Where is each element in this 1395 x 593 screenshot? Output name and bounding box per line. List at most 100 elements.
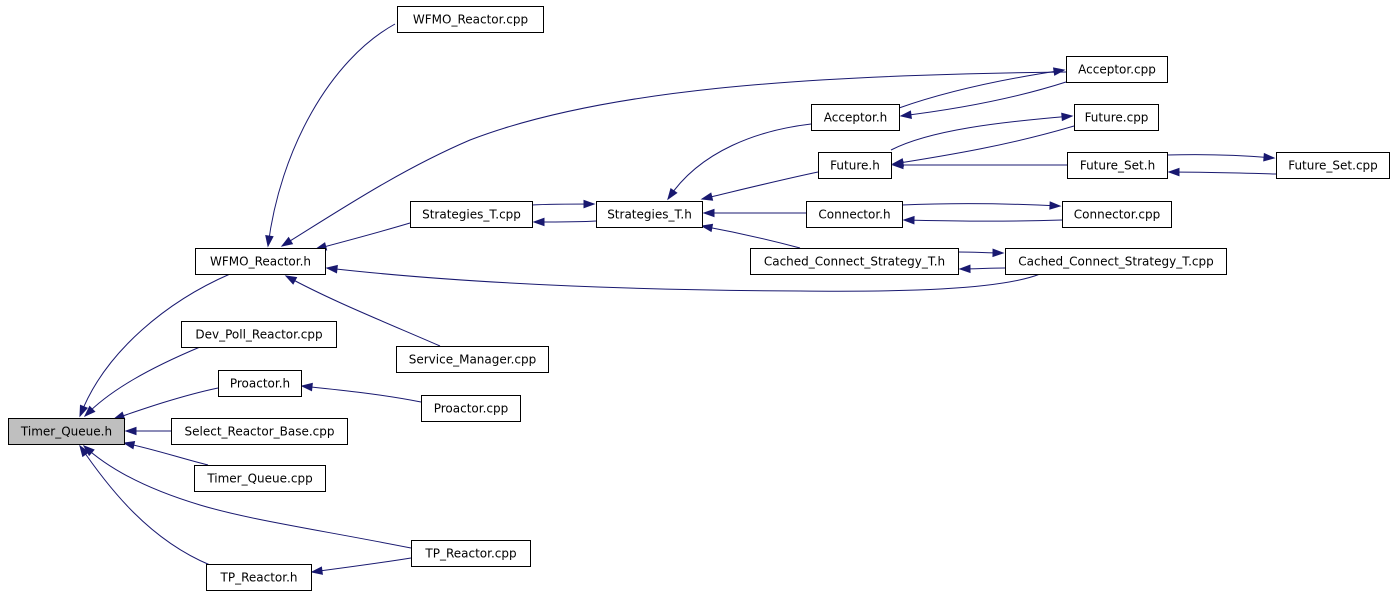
node-label: Dev_Poll_Reactor.cpp xyxy=(195,328,322,342)
edge-strategies_t_cpp-to-strategies_t_h xyxy=(531,199,596,209)
node-connector-cpp[interactable]: Connector.cpp xyxy=(1062,201,1172,228)
node-box xyxy=(1067,152,1168,179)
edge-line xyxy=(892,125,1075,165)
node-strategies-t-cpp[interactable]: Strategies_T.cpp xyxy=(410,201,533,228)
edge-connector_h-to-strategies_t_h xyxy=(702,208,806,218)
node-box xyxy=(194,465,326,492)
edge-line xyxy=(701,171,819,200)
edge-line xyxy=(315,222,411,250)
edge-line xyxy=(890,115,1073,151)
edge-acceptor_cpp-to-wfmo_reactor_h xyxy=(280,71,1067,247)
node-cached-connect-strategy-t-h[interactable]: Cached_Connect_Strategy_T.h xyxy=(750,248,959,275)
node-label: Future.cpp xyxy=(1085,111,1149,125)
edge-arrowhead xyxy=(1061,112,1074,122)
node-dev-poll-reactor-cpp[interactable]: Dev_Poll_Reactor.cpp xyxy=(181,321,337,348)
node-future-h[interactable]: Future.h xyxy=(818,152,892,179)
node-timer-queue-cpp[interactable]: Timer_Queue.cpp xyxy=(194,465,326,492)
node-wfmo-reactor-h[interactable]: WFMO_Reactor.h xyxy=(195,248,326,275)
edge-arrowhead xyxy=(902,215,915,225)
edge-line xyxy=(285,275,441,347)
edge-arrowhead xyxy=(891,160,904,170)
edge-arrowhead xyxy=(700,192,714,201)
edge-line xyxy=(79,273,231,417)
edge-arrowhead xyxy=(667,187,678,201)
node-box xyxy=(206,564,312,591)
node-label: Acceptor.h xyxy=(824,111,888,125)
edge-line xyxy=(1166,154,1275,159)
edge-arrowhead xyxy=(899,110,912,119)
node-acceptor-cpp[interactable]: Acceptor.cpp xyxy=(1066,56,1168,83)
node-label: Acceptor.cpp xyxy=(1078,63,1156,77)
node-service-manager-cpp[interactable]: Service_Manager.cpp xyxy=(396,346,549,373)
edge-acceptor_h-to-acceptor_cpp xyxy=(898,67,1066,109)
node-label: Cached_Connect_Strategy_T.h xyxy=(764,255,945,269)
node-label: Timer_Queue.cpp xyxy=(206,472,312,486)
node-label: TP_Reactor.cpp xyxy=(424,547,516,561)
node-label: Connector.cpp xyxy=(1074,208,1160,222)
edge-arrowhead xyxy=(79,404,88,418)
node-label: Future.h xyxy=(830,159,880,173)
node-select-reactor-base-cpp[interactable]: Select_Reactor_Base.cpp xyxy=(171,418,348,445)
edge-cached_connect_strategy_t_cpp-to-cached_connect_strategy_t_h xyxy=(958,264,1006,274)
edge-arrowhead xyxy=(702,208,715,218)
node-future-cpp[interactable]: Future.cpp xyxy=(1074,104,1159,131)
edge-cached_connect_strategy_t_cpp-to-wfmo_reactor_h xyxy=(325,264,1041,292)
edge-arrowhead xyxy=(300,382,313,392)
edge-arrowhead xyxy=(83,405,96,418)
node-label: Timer_Queue.h xyxy=(20,425,112,439)
edge-dev_poll_reactor_cpp-to-timer_queue_h xyxy=(83,346,201,418)
edge-arrowhead xyxy=(1052,67,1066,76)
edge-arrowhead xyxy=(280,236,294,247)
node-cached-connect-strategy-t-cpp[interactable]: Cached_Connect_Strategy_T.cpp xyxy=(1005,248,1227,275)
node-box xyxy=(171,418,348,445)
edges-layer xyxy=(79,23,1277,575)
edge-line xyxy=(903,219,1063,222)
edge-strategies_t_cpp-to-wfmo_reactor_h xyxy=(314,222,411,251)
node-label: Proactor.h xyxy=(230,377,290,391)
node-box xyxy=(1062,201,1172,228)
node-wfmo-reactor-cpp[interactable]: WFMO_Reactor.cpp xyxy=(397,6,544,33)
edge-line xyxy=(79,445,211,566)
node-future-set-cpp[interactable]: Future_Set.cpp xyxy=(1276,152,1390,179)
edge-line xyxy=(113,387,219,420)
node-label: Proactor.cpp xyxy=(434,402,509,416)
node-box xyxy=(396,346,549,373)
node-box xyxy=(1074,104,1159,131)
edge-future_set_cpp-to-future_set_h xyxy=(1167,167,1277,177)
edge-connector_h-to-connector_cpp xyxy=(901,201,1062,210)
node-box xyxy=(811,104,900,131)
edge-arrowhead xyxy=(79,444,90,458)
edge-line xyxy=(900,81,1067,117)
node-proactor-h[interactable]: Proactor.h xyxy=(218,370,302,397)
edge-line xyxy=(1168,171,1277,175)
node-tp-reactor-h[interactable]: TP_Reactor.h xyxy=(206,564,312,591)
edge-proactor_cpp-to-proactor_h xyxy=(300,382,422,403)
node-box xyxy=(750,248,959,275)
node-box xyxy=(1066,56,1168,83)
node-label: WFMO_Reactor.cpp xyxy=(413,13,528,27)
edge-strategies_t_h-to-strategies_t_cpp xyxy=(532,217,597,227)
node-connector-h[interactable]: Connector.h xyxy=(806,201,903,228)
node-acceptor-h[interactable]: Acceptor.h xyxy=(811,104,900,131)
edge-arrowhead xyxy=(1049,201,1062,210)
edge-line xyxy=(701,225,801,249)
edge-future_h-to-strategies_t_h xyxy=(700,171,819,201)
node-future-set-h[interactable]: Future_Set.h xyxy=(1067,152,1168,179)
edge-line xyxy=(901,203,1061,207)
node-label: WFMO_Reactor.h xyxy=(210,255,311,269)
node-timer-queue-h[interactable]: Timer_Queue.h xyxy=(8,418,125,445)
node-label: Cached_Connect_Strategy_T.cpp xyxy=(1018,255,1214,269)
node-box xyxy=(818,152,892,179)
node-strategies-t-h[interactable]: Strategies_T.h xyxy=(596,201,703,228)
node-tp-reactor-cpp[interactable]: TP_Reactor.cpp xyxy=(411,540,531,567)
node-box xyxy=(1276,152,1390,179)
node-proactor-cpp[interactable]: Proactor.cpp xyxy=(421,395,521,422)
node-box xyxy=(218,370,302,397)
edge-tp_reactor_h-to-timer_queue_h xyxy=(79,444,211,566)
edge-line xyxy=(267,23,396,247)
edge-cached_connect_strategy_t_h-to-strategies_t_h xyxy=(700,223,801,249)
edge-wfmo_reactor_h-to-timer_queue_h xyxy=(79,273,231,418)
edge-line xyxy=(311,557,412,573)
node-box xyxy=(195,248,326,275)
edge-select_reactor_base_cpp-to-timer_queue_h xyxy=(124,426,171,436)
